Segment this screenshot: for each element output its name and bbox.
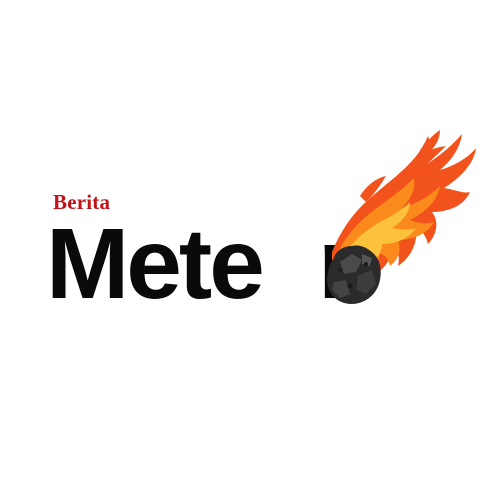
flame-core-shape xyxy=(346,202,416,264)
logo-kicker: Berita xyxy=(53,190,111,214)
meteor-crater xyxy=(364,262,368,266)
meteor-rock-facet xyxy=(356,270,376,294)
flame-wisp-shape xyxy=(360,176,386,202)
wordmark-left: Mete xyxy=(46,208,265,320)
meteor-rock-facet xyxy=(362,254,372,266)
flame-wisp-shape xyxy=(420,130,440,154)
flame-wisp-shape xyxy=(404,146,446,178)
wordmark-right: r xyxy=(317,208,357,320)
